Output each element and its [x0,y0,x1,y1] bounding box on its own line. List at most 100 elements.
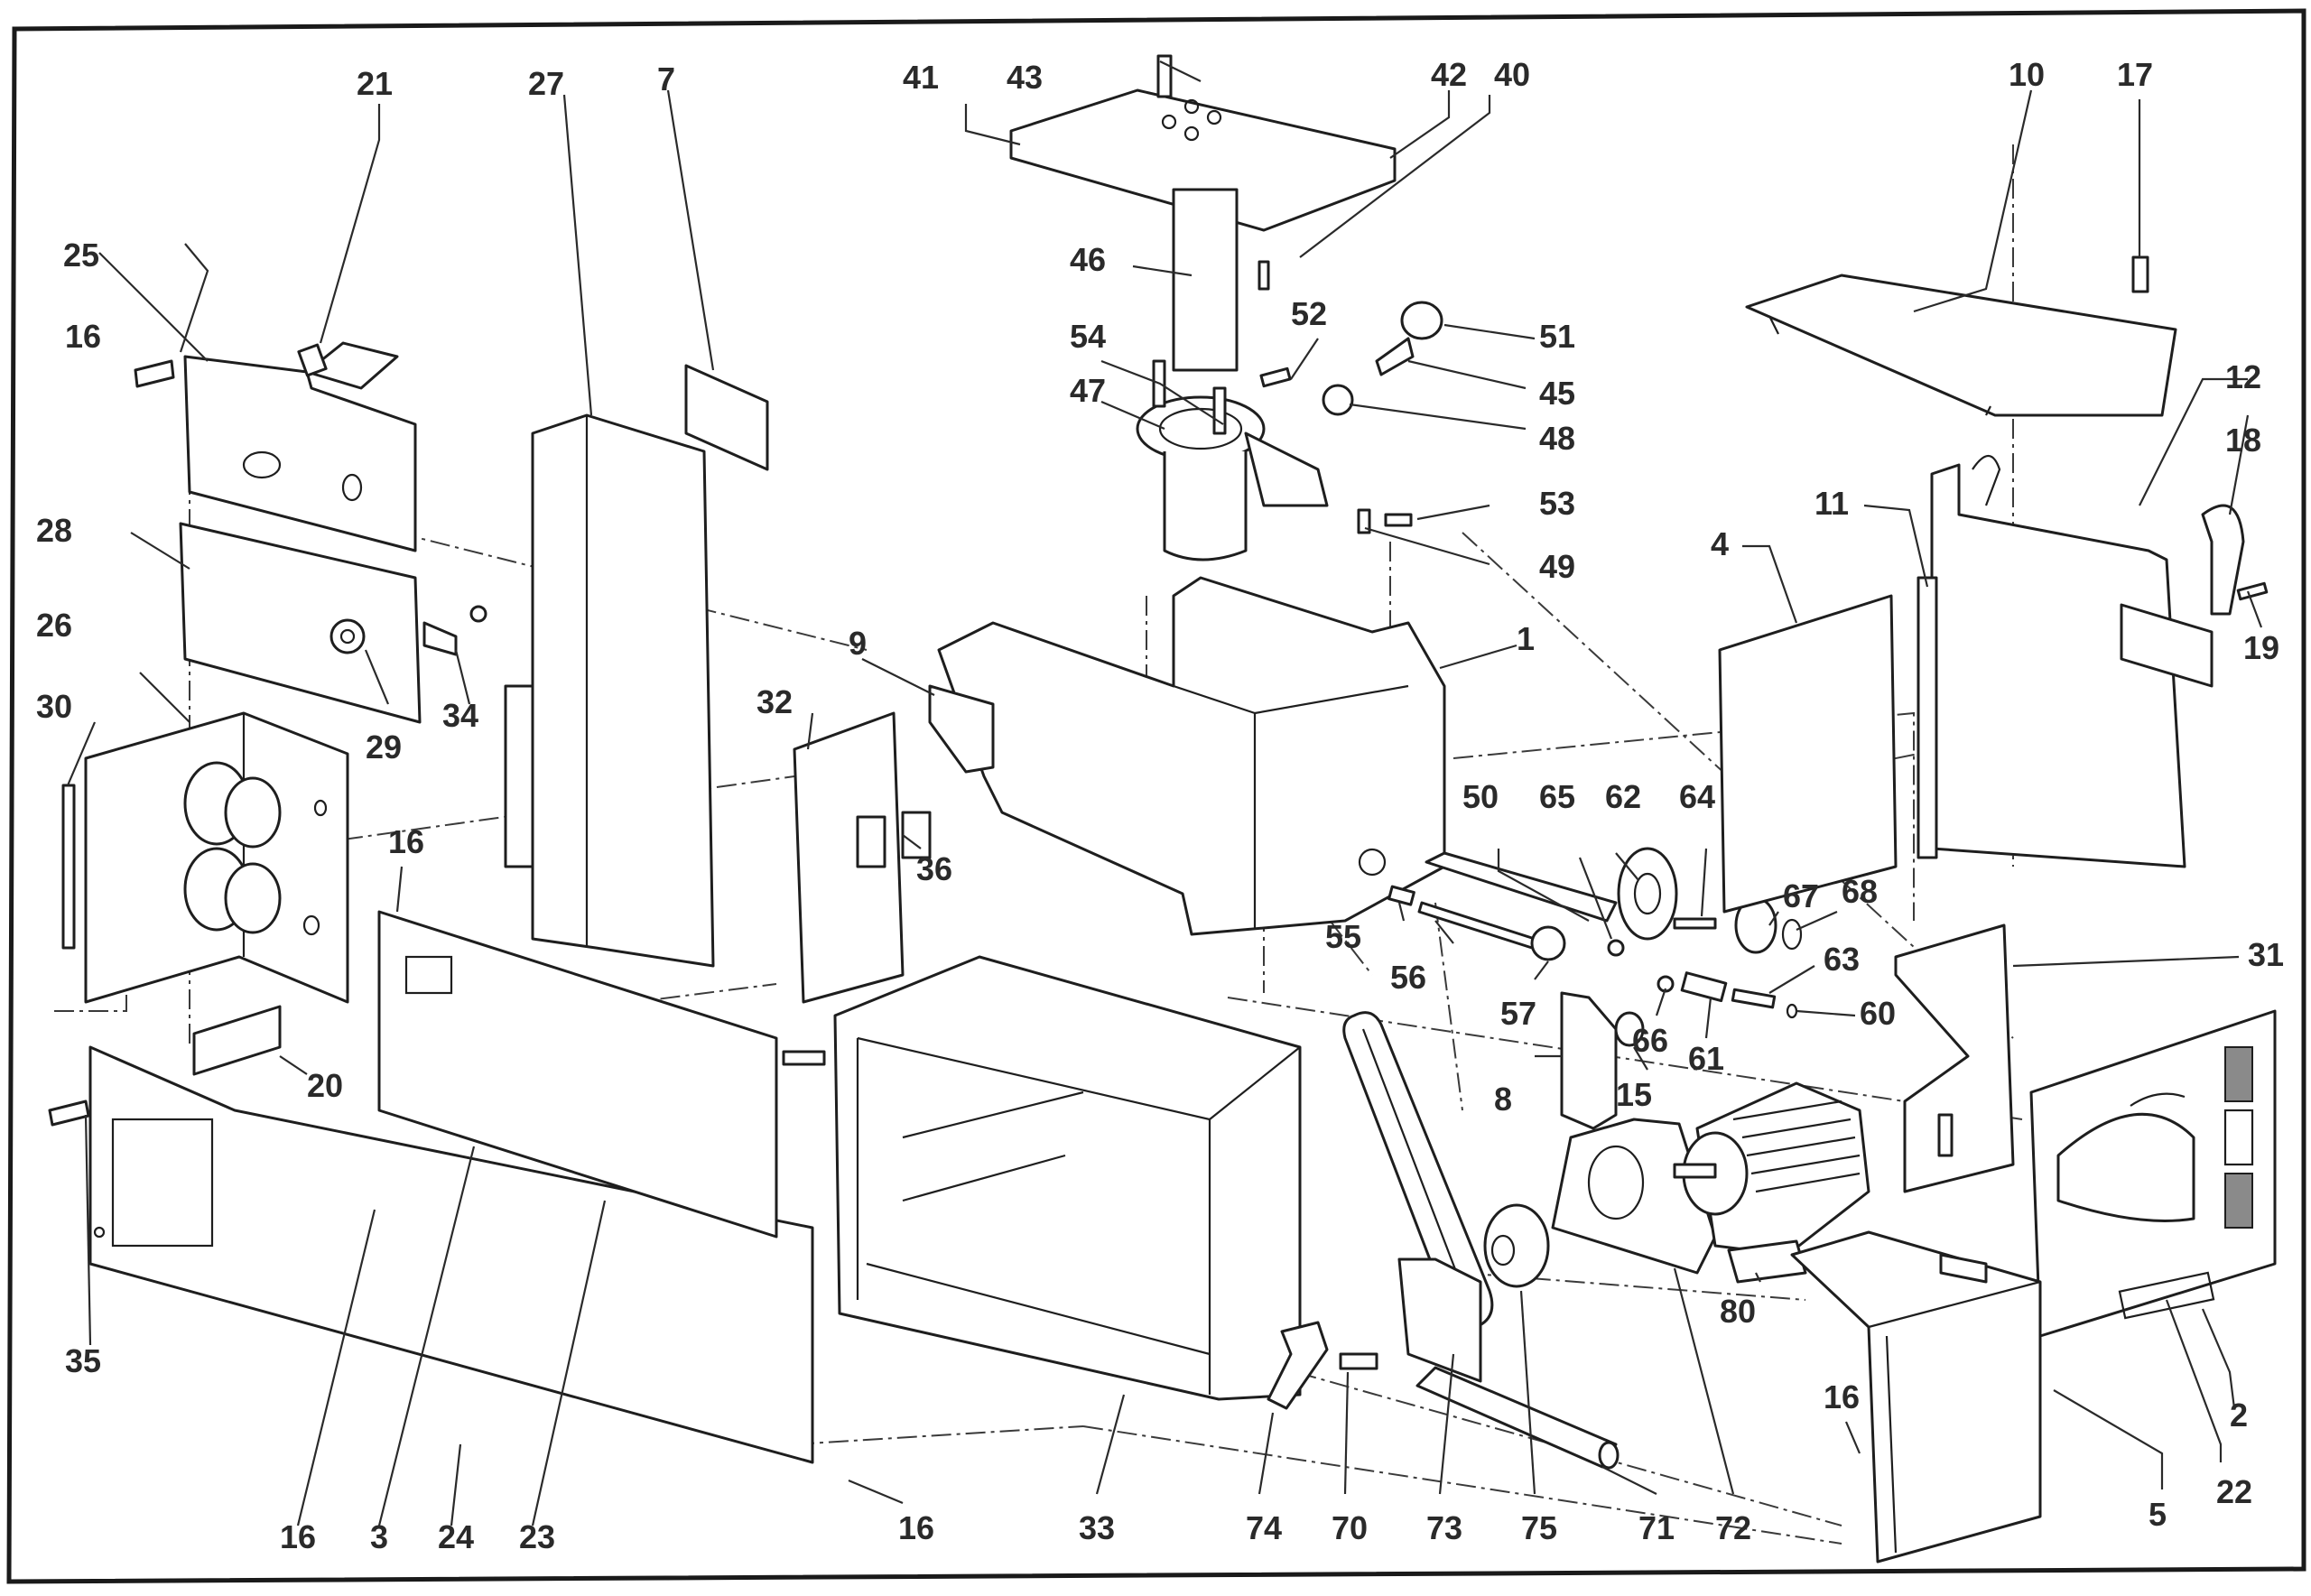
callout-28: 28 [36,512,72,549]
part-50-lead-screw [1425,851,1618,923]
part-8-tension-bracket [1560,991,1618,1130]
callout-65: 65 [1539,778,1575,815]
callout-labels: 21 27 7 41 43 42 40 46 54 47 52 51 45 48… [36,56,2284,1555]
callout-16b: 16 [388,823,424,860]
callout-7: 7 [657,60,675,97]
callout-67: 67 [1783,877,1819,914]
callout-60: 60 [1860,995,1896,1032]
part-10-top-cover [1745,274,2177,417]
part-61-spacer [1680,971,1728,1003]
part-65-nut [1607,939,1625,957]
part-34-clip [422,605,487,656]
callout-34: 34 [442,697,478,734]
part-57-star-knob [1530,925,1566,961]
callout-49: 49 [1539,548,1575,585]
callout-5: 5 [2149,1496,2167,1533]
callout-66: 66 [1632,1022,1668,1059]
part-53-screw [1384,513,1413,527]
callout-16a: 16 [65,318,101,355]
callout-8: 8 [1494,1081,1512,1118]
part-12-rear-right-panel [1930,454,2214,868]
callout-18: 18 [2225,422,2261,459]
callout-32: 32 [756,683,793,720]
part-24-left-lower-panel [88,1045,814,1464]
part-60-circlip [1786,1003,1798,1019]
callout-68: 68 [1842,873,1878,910]
diagram-border [6,8,2306,1584]
callout-16e: 16 [1824,1378,1860,1415]
part-17-cap-screw [2131,255,2149,293]
callout-1: 1 [1517,620,1535,657]
part-1-main-casting [937,576,1446,936]
part-7-small-plate [684,364,769,471]
part-9-pad [928,684,995,774]
callout-24: 24 [438,1518,474,1555]
callout-73: 73 [1426,1509,1462,1546]
callout-11: 11 [1814,485,1849,522]
callout-10: 10 [2009,56,2045,93]
part-68-o-ring [1781,918,1803,951]
callout-61: 61 [1688,1040,1724,1077]
part-29-star-knob [329,618,366,654]
part-18-handle [2201,504,2245,616]
part-48-gear [1322,384,1354,416]
callout-19: 19 [2243,629,2279,666]
callout-27: 27 [528,65,564,102]
callout-41: 41 [903,59,939,96]
part-11-rail-strip [1917,576,1938,859]
part-28-cover-plate [179,522,422,724]
callout-75: 75 [1521,1509,1557,1546]
part-5-right-lower-cabinet [1790,1230,2042,1564]
part-32-inner-panel [793,711,905,1004]
part-35-cap-screw [48,1100,90,1127]
callout-55: 55 [1325,918,1361,955]
part-26-switch-box [84,711,349,1004]
callout-23: 23 [519,1518,555,1555]
callout-3: 3 [370,1518,388,1555]
part-45-shaft [1375,337,1415,376]
part-74-clamp-lever [1267,1321,1329,1410]
part-52-screw [1259,367,1292,388]
callout-72: 72 [1715,1509,1751,1546]
callout-4: 4 [1711,525,1729,562]
part-70-spacer [1339,1352,1378,1370]
part-bolt-frame [782,1050,826,1066]
callout-17: 17 [2117,56,2153,93]
callout-29: 29 [366,728,402,766]
callout-12: 12 [2225,358,2261,395]
part-27-column-cover [504,413,715,968]
callout-30: 30 [36,688,72,725]
callout-51: 51 [1539,318,1575,355]
part-54-bolts [1152,359,1227,435]
part-15-small-pulley [1614,1011,1645,1047]
callout-36: 36 [916,850,952,887]
callout-48: 48 [1539,420,1575,457]
callout-26: 26 [36,607,72,644]
part-63-shaft [1731,988,1777,1009]
part-20-bracket [192,1005,282,1076]
callout-80: 80 [1720,1293,1756,1330]
callout-43: 43 [1007,59,1043,96]
part-55-sleeve [1388,885,1415,906]
callout-57: 57 [1500,995,1536,1032]
part-3-front-panel [377,910,778,1239]
part-49-clip [1357,508,1371,534]
callout-15: 15 [1616,1076,1652,1113]
part-19-screw [2236,581,2269,601]
callout-42: 42 [1431,56,1467,93]
callout-31: 31 [2248,936,2284,973]
callout-53: 53 [1539,485,1575,522]
part-40-pin [1258,260,1270,291]
callout-45: 45 [1539,375,1575,412]
part-21-standoff [297,343,328,377]
callout-56: 56 [1390,959,1426,996]
callout-74: 74 [1246,1509,1282,1546]
callout-25: 25 [63,237,99,274]
part-33-base-frame [833,955,1302,1401]
leader-lines [66,60,2263,1526]
callout-52: 52 [1291,295,1327,332]
callout-20: 20 [307,1067,343,1104]
callout-21: 21 [357,65,393,102]
callout-64: 64 [1679,778,1715,815]
